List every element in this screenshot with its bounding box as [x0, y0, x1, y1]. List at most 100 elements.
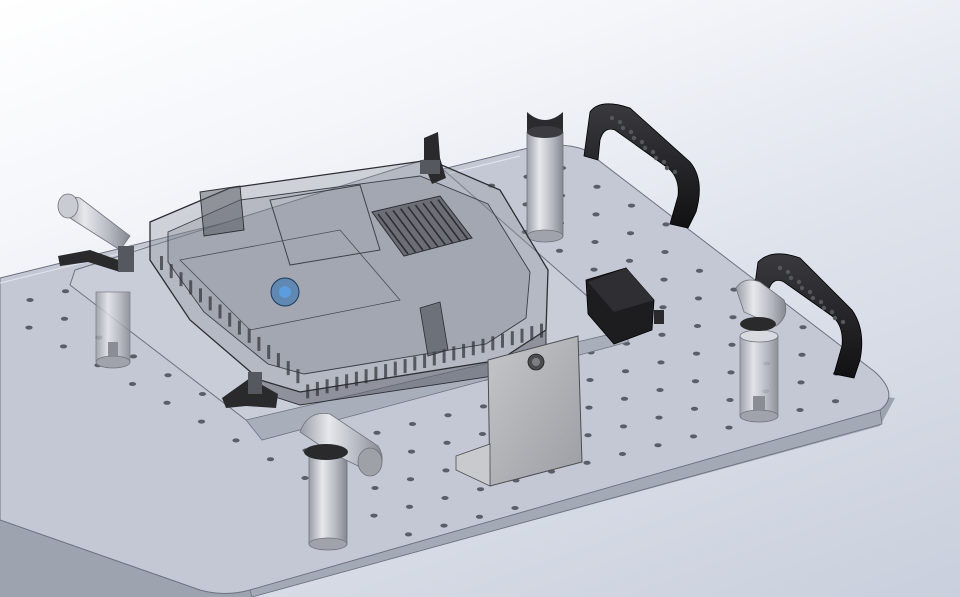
heatsink-fin [399, 208, 432, 250]
grip-dot [650, 149, 656, 155]
plate-hole [61, 289, 70, 294]
grip-dot [653, 155, 659, 161]
carry-handle-back [583, 103, 700, 229]
heatsink-fin [384, 211, 417, 253]
plate-hole [660, 277, 668, 282]
toggle-clamp-front [222, 372, 278, 408]
grip-dot [810, 295, 816, 301]
plate-hole [662, 222, 670, 227]
plate-hole [593, 184, 601, 189]
grip-dot [628, 129, 634, 135]
cooling-fin [228, 312, 232, 327]
plate-hole [591, 240, 599, 244]
heatsink-fin [414, 204, 447, 246]
plate-hole [693, 324, 702, 328]
plate-hole [511, 506, 519, 510]
plate-hole [25, 325, 33, 330]
plate-hole [583, 460, 591, 465]
grip-dot [617, 119, 623, 125]
plate-hole [590, 267, 598, 272]
support-post-front [308, 449, 348, 551]
plate-hole [442, 468, 450, 473]
plate-hole [796, 408, 804, 412]
heatsink-fin [407, 206, 439, 248]
plate-hole [301, 476, 309, 480]
grip-dot [664, 165, 670, 171]
plate-hole [441, 496, 449, 500]
plate-hole [592, 212, 600, 217]
heatsink-fins [377, 199, 469, 255]
plate-hole [695, 268, 704, 273]
cooling-fin [530, 326, 534, 341]
plate-hole [831, 399, 840, 404]
plate-hole [797, 380, 805, 385]
post-clamp-front [299, 413, 383, 477]
plate-hole [478, 432, 487, 436]
grip-dot [821, 305, 827, 311]
support-post-back [526, 112, 564, 243]
plate-hole [585, 405, 593, 410]
grip-dot [620, 125, 626, 131]
heatsink-fin [437, 199, 469, 241]
cooling-fin [276, 353, 280, 367]
plate-hole [371, 486, 379, 490]
plate-hole [405, 504, 414, 509]
cooling-fin [306, 384, 310, 399]
grip-dot [807, 289, 813, 295]
cooling-fin [267, 345, 271, 359]
plate-hole [659, 305, 667, 310]
grip-dot [639, 139, 645, 145]
grip-dot [631, 135, 637, 141]
grip-dot [785, 269, 791, 275]
plate-hole [60, 316, 69, 321]
plate-hole [163, 400, 171, 405]
support-post-left [95, 291, 131, 369]
plate-hole [656, 388, 664, 392]
cooling-fin [257, 336, 261, 351]
grip-dot [818, 299, 824, 305]
cooling-fin [169, 264, 173, 279]
plate-hole [654, 443, 662, 448]
cooling-fin [218, 304, 222, 319]
cooling-fin [374, 366, 378, 381]
plate-hole [618, 452, 627, 456]
post-clamp-right [735, 279, 787, 331]
cooling-fin [247, 328, 251, 343]
heatsink-fin [392, 209, 424, 251]
cooling-fin [491, 336, 495, 351]
plate-hole [729, 315, 737, 320]
housing-cooling-fins [160, 256, 543, 399]
plate-hole [370, 513, 378, 518]
heatsink-fin [422, 202, 454, 244]
cooling-fin [540, 323, 543, 338]
cooling-fin [345, 374, 349, 389]
plate-hole [691, 379, 700, 384]
cooling-fin [199, 288, 202, 303]
plate-hole [694, 296, 703, 301]
cooling-fin [296, 369, 300, 384]
plate-hole [26, 298, 34, 302]
plate-hole [799, 325, 807, 330]
cooling-fin [384, 364, 388, 379]
cooling-fin [442, 348, 446, 363]
plate-hole [627, 203, 636, 208]
cooling-fin [160, 256, 163, 270]
cooling-fin [325, 379, 329, 394]
plate-hole [689, 434, 698, 439]
cooling-fin [423, 354, 427, 368]
grip-dot [672, 169, 678, 175]
toggle-clamp-back [420, 132, 446, 184]
cooling-fin [432, 351, 436, 366]
grip-dot [832, 315, 838, 321]
cooling-fin [286, 361, 290, 376]
cooling-fin [510, 331, 514, 346]
plate-hole [692, 351, 701, 356]
plate-hole [625, 258, 634, 263]
cooling-fin [189, 280, 193, 295]
plate-hole [657, 360, 665, 365]
plate-hole [444, 413, 452, 418]
plate-hole [621, 369, 630, 374]
grip-dot [661, 159, 667, 165]
cooling-fin [354, 371, 358, 386]
